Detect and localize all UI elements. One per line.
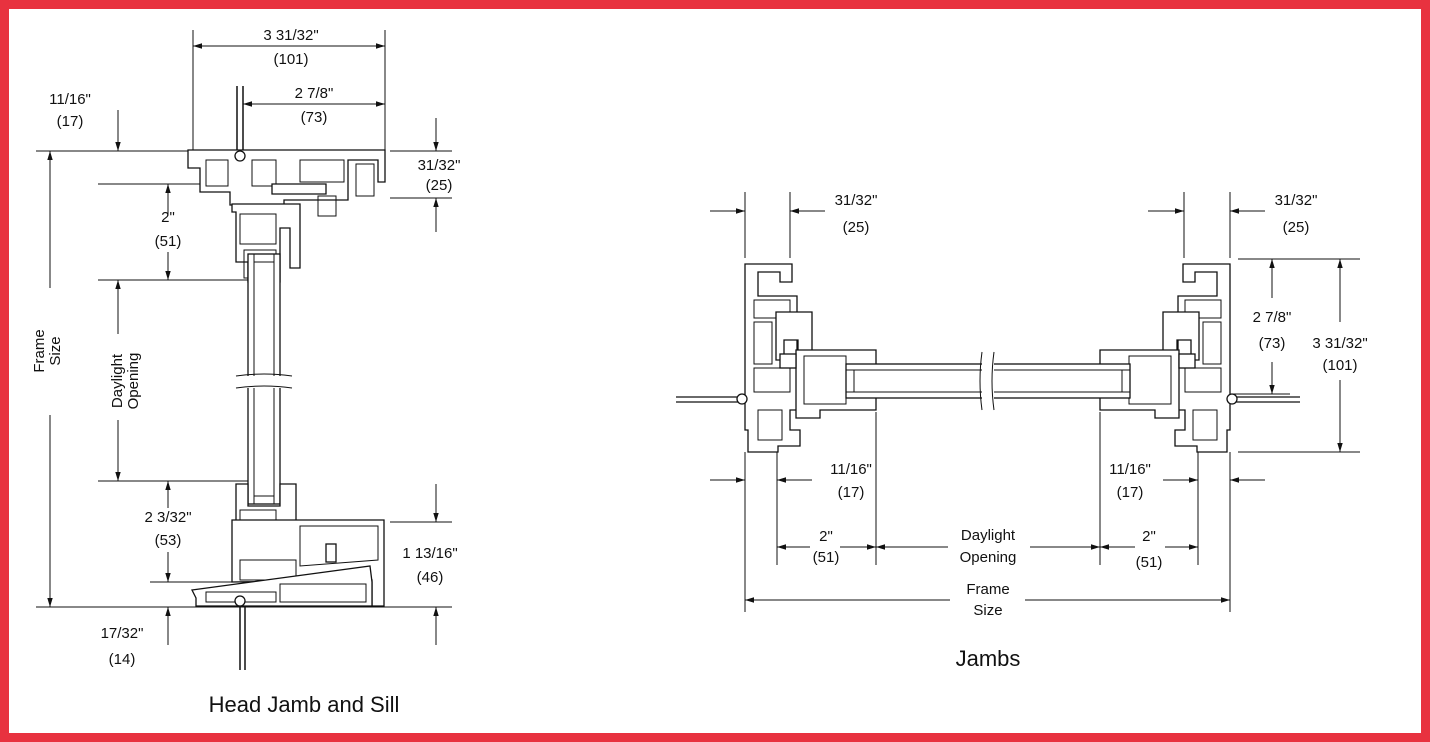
- sash-depth-frac: 2 7/8": [1253, 309, 1292, 326]
- jambs-glass-unit: [845, 351, 1131, 411]
- left-frame-frac: 31/32": [835, 192, 878, 209]
- jambs-dimension-arrows: [710, 208, 1343, 603]
- sill-to-glass-frac: 2 3/32": [144, 509, 191, 526]
- right-sash-mm: (51): [1136, 554, 1163, 571]
- frame-size-label-1: Frame: [966, 581, 1009, 598]
- bottom-offset-frac: 17/32": [101, 625, 144, 642]
- overall-width-frac: 3 31/32": [263, 27, 318, 44]
- head-sill-labels: 3 31/32" (101) 2 7/8" (73) 11/16" (17) 3…: [31, 27, 460, 717]
- left-sash-mm: (51): [813, 549, 840, 566]
- head-to-glass-frac: 2": [161, 209, 175, 226]
- head-frame-profile: [187, 86, 386, 217]
- sash-width-mm: (73): [301, 109, 328, 126]
- right-offset-mm: (17): [1117, 484, 1144, 501]
- overall-depth-frac: 3 31/32": [1312, 335, 1367, 352]
- jambs-caption: Jambs: [956, 646, 1021, 671]
- head-sill-dimension-arrows: [47, 43, 439, 645]
- frame-size-label-2: Size: [47, 336, 64, 365]
- daylight-label-1: Daylight: [961, 527, 1016, 544]
- sill-height-mm: (46): [417, 569, 444, 586]
- jambs-labels: 31/32" (25) 31/32" (25) 2 7/8" (73) 3 31…: [813, 192, 1368, 671]
- head-sill-caption: Head Jamb and Sill: [209, 692, 400, 717]
- bottom-offset-mm: (14): [109, 651, 136, 668]
- left-offset-mm: (17): [838, 484, 865, 501]
- sash-depth-mm: (73): [1259, 335, 1286, 352]
- frame-size-label-2: Size: [973, 602, 1002, 619]
- left-frame-mm: (25): [843, 219, 870, 236]
- jambs-section: 31/32" (25) 31/32" (25) 2 7/8" (73) 3 31…: [676, 192, 1368, 671]
- head-to-glass-mm: (51): [155, 233, 182, 250]
- top-offset-frac: 11/16": [49, 91, 91, 108]
- left-sash-frac: 2": [819, 528, 833, 545]
- daylight-label-2: Opening: [125, 353, 142, 410]
- head-height-mm: (25): [426, 177, 453, 194]
- frame-size-label-1: Frame: [31, 329, 48, 372]
- sash-width-frac: 2 7/8": [295, 85, 334, 102]
- right-frame-mm: (25): [1283, 219, 1310, 236]
- head-height-frac: 31/32": [418, 157, 461, 174]
- right-offset-frac: 11/16": [1109, 461, 1151, 478]
- sill-height-frac: 1 13/16": [402, 545, 457, 562]
- right-jamb-profile: [1099, 263, 1300, 453]
- head-sill-glass-unit: [235, 253, 293, 505]
- left-jamb-profile: [676, 263, 877, 453]
- top-offset-mm: (17): [57, 113, 84, 130]
- sill-to-glass-mm: (53): [155, 532, 182, 549]
- sill-frame-profile: [191, 519, 385, 670]
- overall-depth-mm: (101): [1322, 357, 1357, 374]
- left-offset-frac: 11/16": [830, 461, 872, 478]
- daylight-label-2: Opening: [960, 549, 1017, 566]
- head-sill-section: 3 31/32" (101) 2 7/8" (73) 11/16" (17) 3…: [31, 27, 460, 717]
- right-frame-frac: 31/32": [1275, 192, 1318, 209]
- right-sash-frac: 2": [1142, 528, 1156, 545]
- daylight-label-1: Daylight: [109, 353, 126, 408]
- overall-width-mm: (101): [273, 51, 308, 68]
- head-sill-extension-lines: [36, 30, 452, 608]
